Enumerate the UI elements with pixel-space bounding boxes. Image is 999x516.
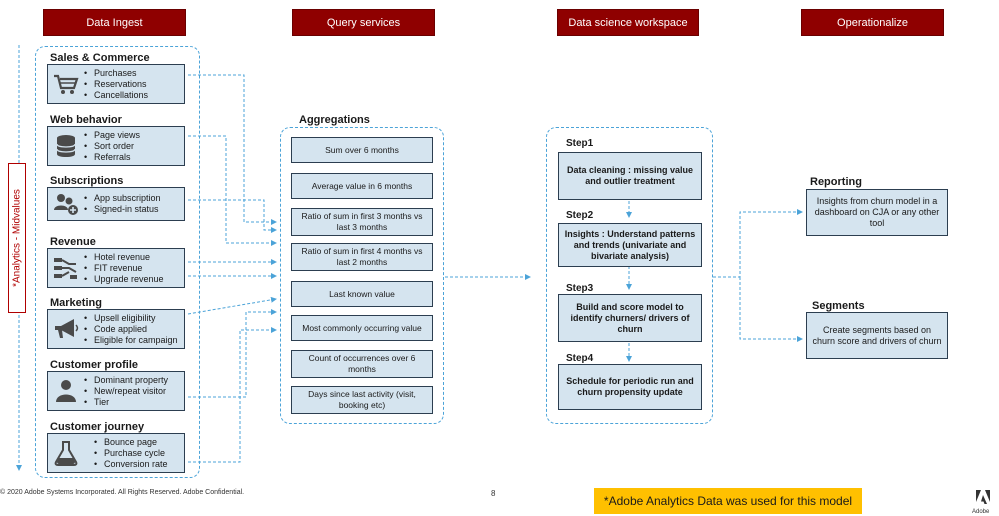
adobe-logo-icon [976, 490, 990, 504]
database-icon [56, 135, 76, 157]
list-item: FIT revenue [84, 263, 164, 274]
list-item: Eligible for campaign [84, 335, 178, 346]
step-box: Insights : Understand patterns and trend… [558, 223, 702, 267]
list-item: Cancellations [84, 90, 148, 101]
aggregation-item: Sum over 6 months [291, 137, 433, 163]
footer-copyright: © 2020 Adobe Systems Incorporated. All R… [0, 489, 245, 496]
source-box-marketing: Upsell eligibility Code applied Eligible… [47, 309, 185, 349]
aggregations-title: Aggregations [299, 114, 370, 126]
source-title-sales: Sales & Commerce [50, 52, 150, 64]
step-title: Step4 [566, 353, 594, 364]
step-box: Schedule for periodic run and churn prop… [558, 364, 702, 410]
header-data-science-workspace: Data science workspace [557, 9, 699, 36]
source-title-customer-journey: Customer journey [50, 421, 145, 433]
list-item: New/repeat visitor [84, 386, 168, 397]
megaphone-icon [55, 319, 79, 338]
list-item: Hotel revenue [84, 252, 164, 263]
source-title-revenue: Revenue [50, 236, 96, 248]
flask-icon [54, 441, 78, 466]
aggregation-item: Most commonly occurring value [291, 315, 433, 341]
list-item: Purchase cycle [94, 448, 168, 459]
analytics-midvalues-label: *Analytics - Midvalues [8, 163, 26, 313]
source-list-marketing: Upsell eligibility Code applied Eligible… [84, 313, 178, 346]
list-item: Upgrade revenue [84, 274, 164, 285]
source-title-web: Web behavior [50, 114, 122, 126]
source-list-web: Page views Sort order Referrals [84, 130, 140, 163]
aggregation-item: Count of occurrences over 6 months [291, 350, 433, 378]
header-data-ingest: Data Ingest [43, 9, 186, 36]
aggregation-item: Last known value [291, 281, 433, 307]
data-ingest-group [35, 46, 200, 478]
list-item: Dominant property [84, 375, 168, 386]
step-box: Build and score model to identify churne… [558, 294, 702, 342]
step-title: Step2 [566, 210, 594, 221]
data-source-note: *Adobe Analytics Data was used for this … [594, 488, 862, 514]
source-box-subscriptions: App subscription Signed-in status [47, 187, 185, 221]
header-query-services: Query services [292, 9, 435, 36]
step-box: Data cleaning : missing value and outlie… [558, 152, 702, 200]
source-title-subscriptions: Subscriptions [50, 175, 124, 187]
list-item: Signed-in status [84, 204, 161, 215]
list-item: Conversion rate [94, 459, 168, 470]
list-item: Sort order [84, 141, 140, 152]
list-item: Page views [84, 130, 140, 141]
source-list-customer-profile: Dominant property New/repeat visitor Tie… [84, 375, 168, 408]
shopping-cart-icon [54, 74, 79, 94]
step-title: Step3 [566, 283, 594, 294]
output-title-segments: Segments [812, 300, 865, 312]
source-title-customer-profile: Customer profile [50, 359, 139, 371]
source-title-marketing: Marketing [50, 297, 102, 309]
list-item: Upsell eligibility [84, 313, 178, 324]
output-title-reporting: Reporting [810, 176, 862, 188]
list-item: Code applied [84, 324, 178, 335]
flow-chart-icon [54, 258, 77, 279]
adobe-wordmark: Adobe [972, 509, 990, 515]
source-box-customer-journey: Bounce page Purchase cycle Conversion ra… [47, 433, 185, 473]
output-box-reporting: Insights from churn model in a dashboard… [806, 189, 948, 236]
users-add-icon [54, 194, 78, 215]
source-list-revenue: Hotel revenue FIT revenue Upgrade revenu… [84, 252, 164, 285]
source-box-sales: Purchases Reservations Cancellations [47, 64, 185, 104]
aggregation-item: Days since last activity (visit, booking… [291, 386, 433, 414]
list-item: Referrals [84, 152, 140, 163]
list-item: Purchases [84, 68, 148, 79]
list-item: Bounce page [94, 437, 168, 448]
aggregation-item: Ratio of sum in first 4 months vs last 2… [291, 243, 433, 271]
list-item: App subscription [84, 193, 161, 204]
aggregation-item: Ratio of sum in first 3 months vs last 3… [291, 208, 433, 236]
page-number: 8 [491, 489, 496, 498]
header-operationalize: Operationalize [801, 9, 944, 36]
source-box-customer-profile: Dominant property New/repeat visitor Tie… [47, 371, 185, 411]
step-title: Step1 [566, 138, 594, 149]
source-box-revenue: Hotel revenue FIT revenue Upgrade revenu… [47, 248, 185, 288]
source-list-customer-journey: Bounce page Purchase cycle Conversion ra… [94, 437, 168, 470]
source-box-web: Page views Sort order Referrals [47, 126, 185, 166]
output-box-segments: Create segments based on churn score and… [806, 312, 948, 359]
aggregations-group [280, 127, 444, 424]
source-list-sales: Purchases Reservations Cancellations [84, 68, 148, 101]
person-icon [56, 380, 76, 402]
source-list-subscriptions: App subscription Signed-in status [84, 193, 161, 215]
aggregation-item: Average value in 6 months [291, 173, 433, 199]
list-item: Tier [84, 397, 168, 408]
workspace-group [546, 127, 713, 424]
side-label-text: *Analytics - Midvalues [11, 189, 23, 287]
list-item: Reservations [84, 79, 148, 90]
